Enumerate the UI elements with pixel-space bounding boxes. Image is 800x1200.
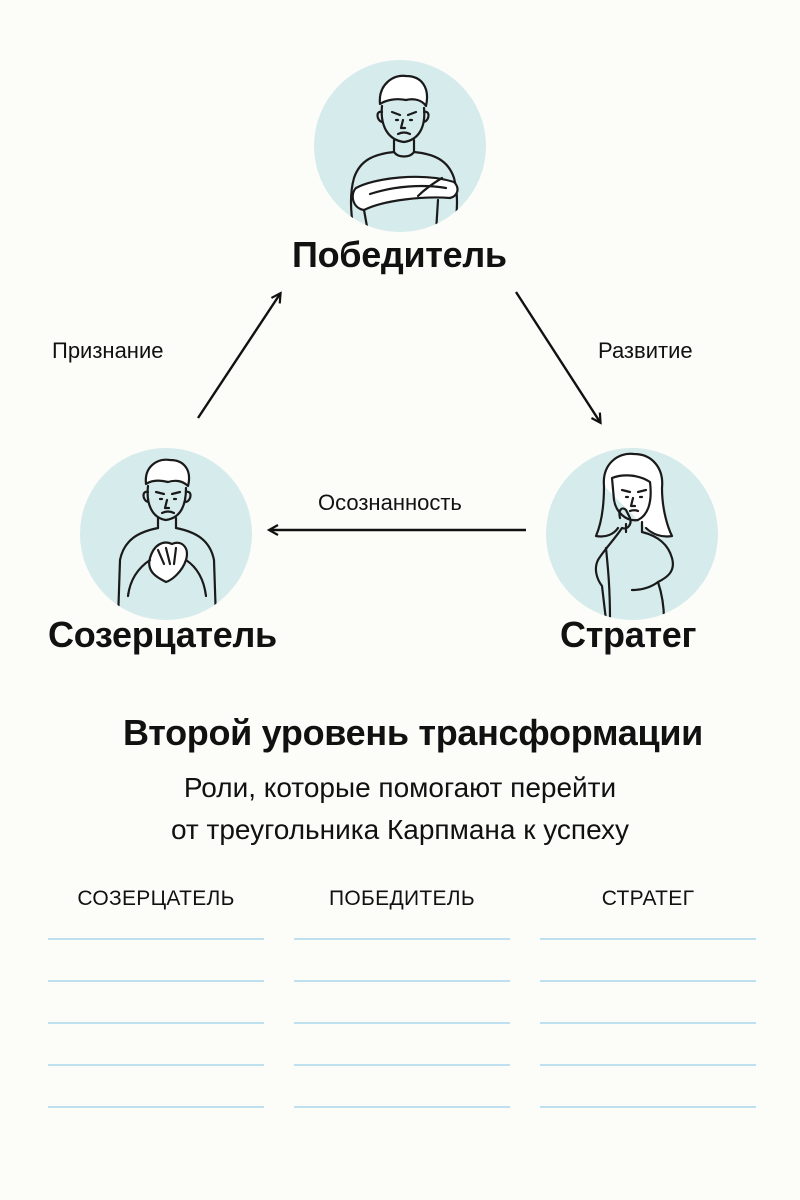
column-lines: [540, 938, 756, 1108]
worksheet-column-strategist: СТРАТЕГ: [540, 884, 756, 1148]
node-label-contemplator: Созерцатель: [48, 614, 277, 655]
write-in-line: [48, 1064, 264, 1066]
write-in-line: [294, 1064, 510, 1066]
strategist-avatar: [546, 448, 718, 620]
man-arms-crossed-icon: [349, 74, 459, 232]
edge-label-awareness: Осознанность: [318, 490, 462, 515]
write-in-line: [48, 1022, 264, 1024]
edge-label-recognition: Признание: [52, 338, 164, 363]
worksheet-subtitle-line1: Роли, которые помогают перейти: [183, 772, 617, 803]
worksheet-subtitle-line2: от треугольника Карпмана к успеху: [170, 814, 630, 845]
contemplator-avatar: [80, 448, 252, 620]
write-in-line: [294, 1106, 510, 1108]
edge-label-development: Развитие: [598, 338, 693, 363]
write-in-line: [294, 1022, 510, 1024]
write-in-line: [48, 938, 264, 940]
arrow-winner-to-strategist: [514, 291, 600, 422]
arrow-contemplator-to-winner: [196, 294, 280, 419]
diagram-arrows: [196, 0, 800, 700]
write-in-line: [48, 1106, 264, 1108]
write-in-line: [540, 1064, 756, 1066]
worksheet-title: Второй уровень трансформации: [123, 712, 703, 753]
column-header: СОЗЕРЦАТЕЛЬ: [77, 887, 235, 910]
node-label-strategist: Стратег: [560, 614, 697, 655]
column-lines: [294, 938, 510, 1108]
write-in-line: [48, 980, 264, 982]
write-in-line: [540, 1106, 756, 1108]
worksheet-column-contemplator: СОЗЕРЦАТЕЛЬ: [48, 884, 264, 1148]
man-hands-on-chest-icon: [116, 458, 218, 620]
column-lines: [48, 938, 264, 1108]
write-in-line: [540, 1022, 756, 1024]
node-label-winner: Победитель: [292, 234, 507, 275]
worksheet-column-winner: ПОБЕДИТЕЛЬ: [294, 884, 510, 1148]
column-header: СТРАТЕГ: [601, 887, 695, 910]
column-header: ПОБЕДИТЕЛЬ: [329, 887, 475, 910]
write-in-line: [294, 938, 510, 940]
write-in-line: [540, 980, 756, 982]
woman-hand-on-chin-icon: [594, 452, 674, 620]
winner-avatar: [314, 60, 486, 232]
write-in-line: [540, 938, 756, 940]
write-in-line: [294, 980, 510, 982]
